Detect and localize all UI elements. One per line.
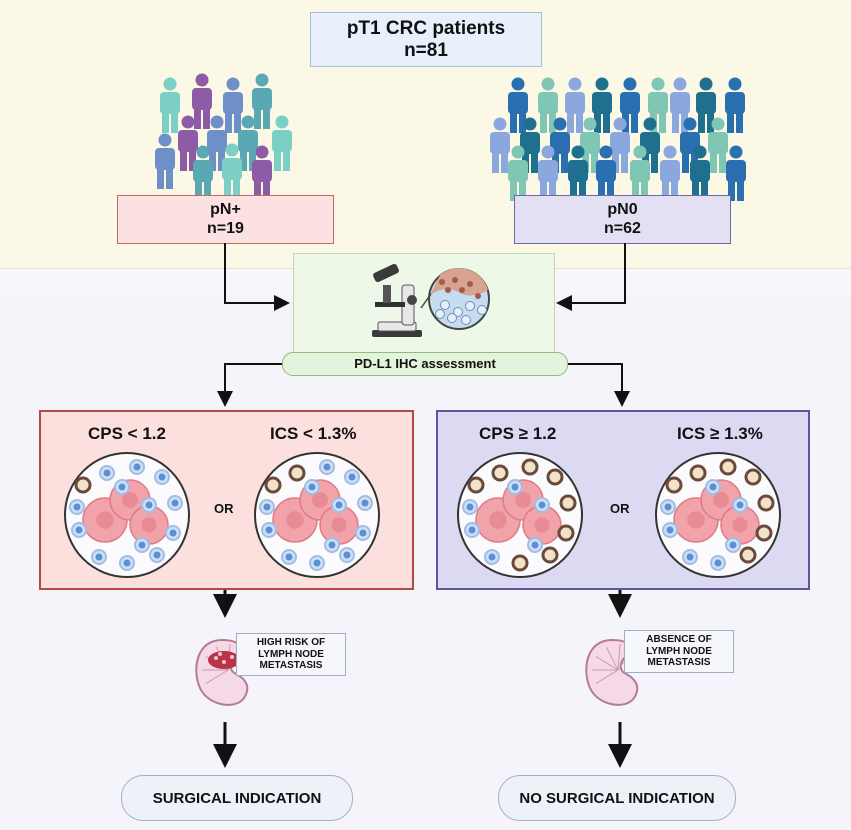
connector-arrows — [217, 243, 630, 407]
absence-line-3: METASTASIS — [647, 657, 711, 668]
person-icon — [726, 145, 746, 201]
person-icon — [690, 145, 710, 201]
cohort-count: n=81 — [404, 39, 448, 61]
low-or-label: OR — [214, 501, 234, 516]
person-icon — [660, 145, 680, 201]
arrow-ihc-to-low — [217, 363, 282, 407]
person-icon — [696, 77, 716, 133]
high-ics-label: ICS ≥ 1.3% — [677, 424, 763, 443]
person-icon — [725, 77, 745, 133]
person-icon — [238, 115, 258, 171]
cohort-title: pT1 CRC patients — [346, 17, 506, 39]
person-icon — [223, 77, 243, 133]
pn-positive-box: pN+ n=19 — [117, 195, 334, 244]
person-icon — [192, 73, 212, 129]
person-icon — [160, 77, 180, 133]
arrow-pn-negative-to-ihc — [556, 243, 626, 311]
pn-negative-count: n=62 — [604, 219, 641, 237]
high-risk-line-3: METASTASIS — [259, 660, 323, 671]
high-or-label: OR — [610, 501, 630, 516]
person-icon — [538, 145, 558, 201]
person-icon — [568, 145, 588, 201]
pn-positive-label: pN+ — [210, 201, 241, 219]
high-risk-line-2: LYMPH NODE — [258, 648, 324, 660]
surgical-indication-pill: SURGICAL INDICATION — [121, 775, 353, 821]
no-surgical-indication-pill: NO SURGICAL INDICATION — [498, 775, 736, 821]
person-icon — [538, 77, 558, 133]
arrow-pn-positive-to-ihc — [224, 243, 290, 311]
tissue-sample-icon — [420, 268, 490, 330]
person-icon — [252, 73, 272, 129]
person-icon — [252, 145, 272, 201]
cohort-box: pT1 CRC patients n=81 — [310, 12, 542, 67]
low-cps-label: CPS < 1.2 — [88, 424, 166, 443]
high-cps-cell-sample-icon — [457, 452, 583, 578]
low-ics-label: ICS < 1.3% — [270, 424, 357, 443]
ihc-assessment-label: PD-L1 IHC assessment — [282, 352, 568, 376]
absence-line-2: LYMPH NODE — [646, 645, 712, 657]
person-icon — [592, 77, 612, 133]
pn-negative-label: pN0 — [607, 201, 638, 219]
person-icon — [490, 117, 510, 173]
microscope-icon — [372, 263, 422, 337]
person-icon — [596, 145, 616, 201]
high-ics-cell-sample-icon — [655, 452, 781, 578]
person-icon — [565, 77, 585, 133]
absence-note: ABSENCE OF LYMPH NODE METASTASIS — [624, 630, 734, 673]
high-cps-label: CPS ≥ 1.2 — [479, 424, 557, 443]
person-icon — [155, 133, 175, 189]
low-cps-cell-sample-icon — [64, 452, 190, 578]
positive-people-crowd-icon — [155, 73, 292, 201]
person-icon — [508, 77, 528, 133]
person-icon — [508, 145, 528, 201]
lymph-node-metastasis-icon — [195, 638, 249, 706]
person-icon — [178, 115, 198, 171]
person-icon — [630, 145, 650, 201]
person-icon — [272, 115, 292, 171]
high-risk-note: HIGH RISK OF LYMPH NODE METASTASIS — [236, 633, 346, 676]
high-risk-line-1: HIGH RISK OF — [256, 637, 326, 648]
person-icon — [193, 145, 213, 201]
person-icon — [222, 143, 242, 199]
pn-positive-count: n=19 — [207, 219, 244, 237]
absence-line-1: ABSENCE OF — [646, 634, 712, 645]
low-ics-cell-sample-icon — [254, 452, 380, 578]
arrow-ihc-to-high — [566, 363, 630, 407]
person-icon — [207, 115, 227, 171]
negative-people-crowd-icon — [490, 77, 746, 201]
pn-negative-box: pN0 n=62 — [514, 195, 731, 244]
person-icon — [708, 117, 728, 173]
